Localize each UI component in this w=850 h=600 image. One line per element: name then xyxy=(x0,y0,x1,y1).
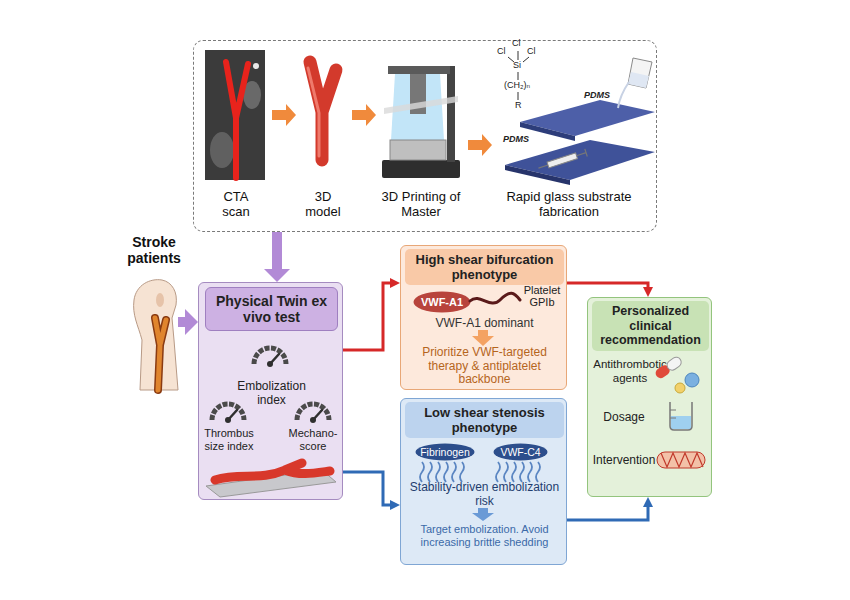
step-caption: 3D Printing of Master xyxy=(381,189,461,219)
option-label: Intervention xyxy=(590,453,658,467)
flow-arrow xyxy=(567,507,648,520)
flow-arrow xyxy=(343,472,390,505)
step-caption: 3D model xyxy=(301,189,345,219)
chem-group: (CH₂)ₙ xyxy=(504,80,530,91)
box-heading: Personalized clinical recommendation xyxy=(592,301,709,351)
printer-light xyxy=(391,74,444,140)
process-box: Physical Twin ex vivo testEmbolization i… xyxy=(198,282,343,500)
patient-heading: Stroke patients xyxy=(118,234,190,266)
neck-silhouette xyxy=(134,280,178,390)
flow-arrow xyxy=(178,317,185,327)
cta-vessel xyxy=(226,62,248,178)
glass-slab xyxy=(520,100,655,136)
chem-atom: Si xyxy=(513,60,521,71)
ear xyxy=(156,293,164,307)
beaker-liquid xyxy=(628,72,649,88)
step-arrow xyxy=(352,104,376,126)
protein-ellipse: VWF-A1 xyxy=(413,291,471,313)
syringe-parts xyxy=(537,149,587,172)
phenotype-box: High shear bifurcation phenotypeVWF-A1 d… xyxy=(400,245,567,390)
chem-atom: R xyxy=(515,100,522,111)
printer-column xyxy=(447,66,455,162)
syringe-body xyxy=(547,153,577,168)
box-heading: High shear bifurcation phenotype xyxy=(405,249,564,285)
protein-label: VWF-A1 xyxy=(413,291,471,313)
material-label: PDMS xyxy=(584,90,610,101)
material-label: PDMS xyxy=(503,134,529,145)
printer-cover xyxy=(384,96,458,114)
ellipse-shape xyxy=(416,444,475,461)
option-label: Antithrombotic agents xyxy=(590,358,670,385)
printer-base xyxy=(382,160,460,178)
step-arrow xyxy=(272,104,296,126)
pour-stream xyxy=(618,82,629,108)
chem-bond xyxy=(508,51,529,100)
chem-atom: Cl xyxy=(527,46,536,57)
cta-image xyxy=(205,50,265,180)
ellipse-shape xyxy=(414,292,471,313)
cta-spot xyxy=(253,63,259,69)
protein-ellipse: Fibrinogen xyxy=(415,443,475,461)
phenotype-box: Low shear stenosis phenotypeStability-dr… xyxy=(400,398,567,565)
step-caption: Rapid glass substrate fabrication xyxy=(499,189,639,219)
box-heading: Physical Twin ex vivo test xyxy=(205,287,338,331)
syringe xyxy=(537,149,587,172)
recommendation-box: Personalized clinical recommendationAnti… xyxy=(587,297,712,497)
vessel-highlight xyxy=(308,68,319,156)
metric-label: Embolization index xyxy=(227,379,316,407)
vessel-model xyxy=(310,62,336,160)
body-text: VWF-A1 dominant xyxy=(401,316,568,330)
artery-outline xyxy=(155,318,166,390)
protein-label: VWF-C4 xyxy=(493,443,548,461)
slab-edge xyxy=(505,165,570,185)
step-caption: CTA scan xyxy=(216,189,256,219)
slab-edge xyxy=(520,122,575,141)
printer-plate xyxy=(410,74,426,114)
patient-figure: Stroke patients xyxy=(130,278,178,390)
cta-bone xyxy=(210,132,234,168)
box-heading: Low shear stenosis phenotype xyxy=(405,402,564,438)
ellipse-shape xyxy=(494,444,548,461)
workflow-panel: CTA scan 3D model 3D Printing of Master Rap… xyxy=(193,40,657,232)
flow-arrow xyxy=(567,283,648,287)
cta-bone xyxy=(243,81,261,109)
metric-label: Mechano-score xyxy=(285,427,341,453)
body-text: Target embolization. Avoid increasing br… xyxy=(405,523,564,549)
chem-atom: Cl xyxy=(497,46,506,57)
flow-arrow xyxy=(272,232,282,269)
protein-ellipse: VWF-C4 xyxy=(493,443,548,461)
body-text: Prioritize VWF-targeted therapy & antipl… xyxy=(409,346,560,387)
carotid-artery xyxy=(155,318,166,390)
protein-label: Fibrinogen xyxy=(415,443,475,461)
body-text: Stability-driven embolization risk xyxy=(409,481,560,508)
metric-label: Thrombus size index xyxy=(199,427,259,453)
flow-arrow xyxy=(343,283,390,350)
beaker xyxy=(628,58,652,88)
step-arrow xyxy=(468,134,492,156)
printer-arm xyxy=(388,66,450,74)
option-label: Dosage xyxy=(594,410,654,424)
printer-vat xyxy=(390,140,446,160)
glass-slab xyxy=(505,140,655,180)
